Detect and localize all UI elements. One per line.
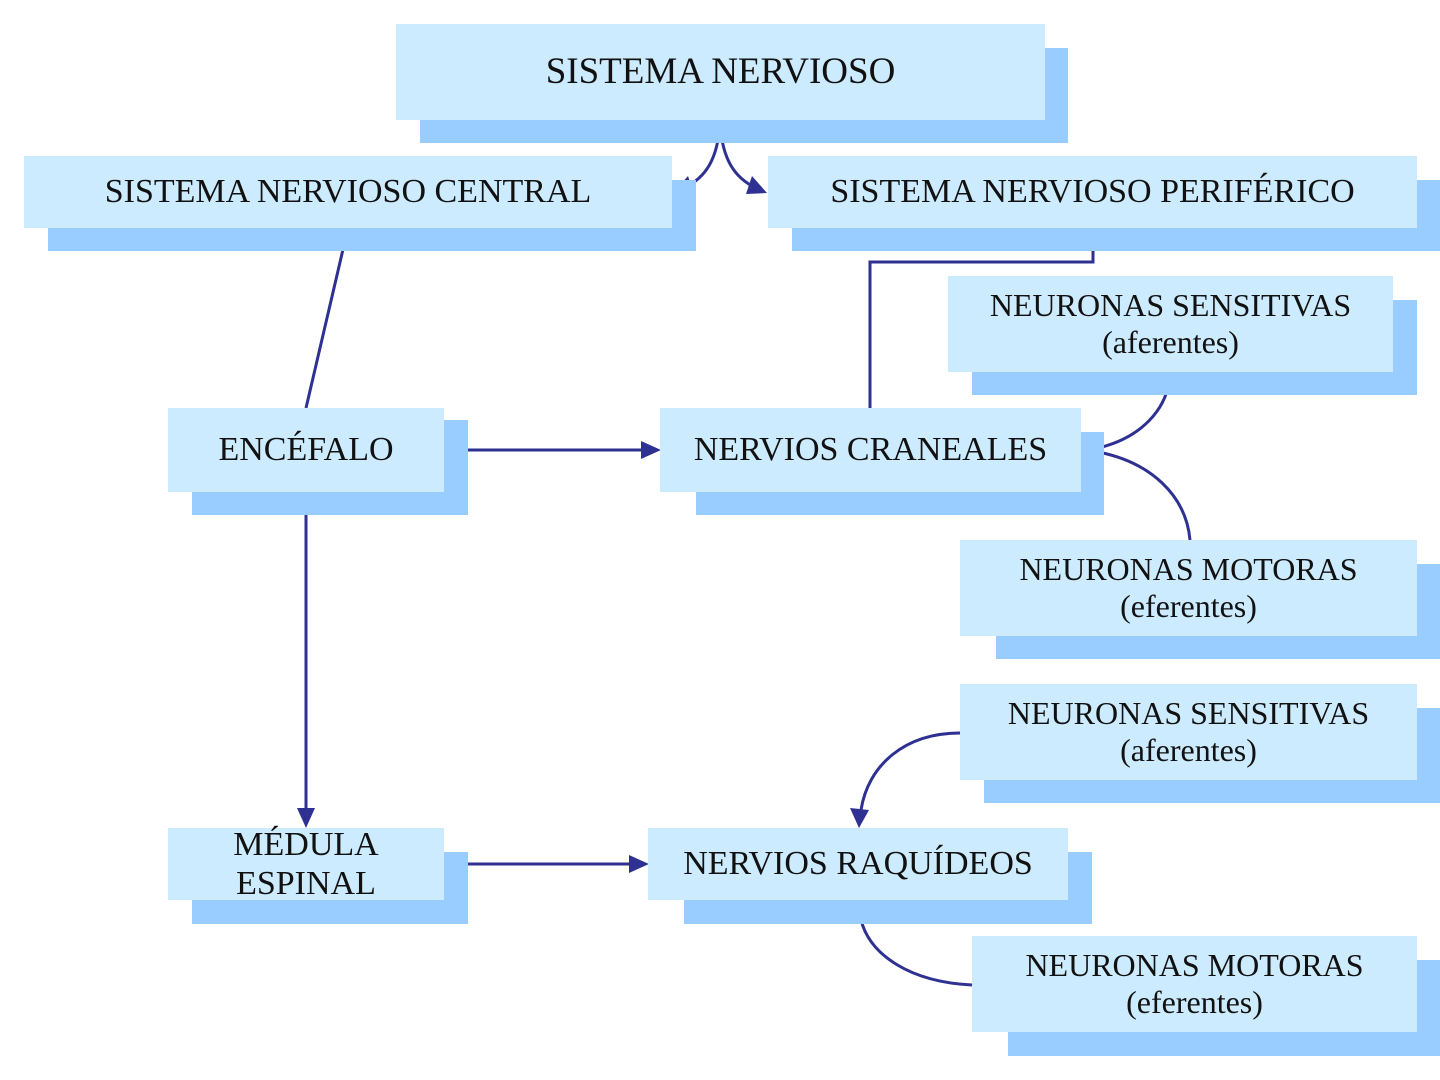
edge-rq-motoras xyxy=(861,920,972,985)
box: NEURONAS MOTORAS (eferentes) xyxy=(972,936,1417,1032)
box: NEURONAS SENSITIVAS (aferentes) xyxy=(948,276,1393,372)
node-label: SISTEMA NERVIOSO CENTRAL xyxy=(105,172,592,211)
box: SISTEMA NERVIOSO PERIFÉRICO xyxy=(768,156,1417,228)
box: SISTEMA NERVIOSO xyxy=(396,24,1045,120)
node-label: NEURONAS MOTORAS xyxy=(1025,947,1363,984)
node-sublabel: (aferentes) xyxy=(1120,732,1257,769)
edge-cr-motoras xyxy=(1098,452,1190,540)
box: NERVIOS RAQUÍDEOS xyxy=(648,828,1068,900)
node-label: ENCÉFALO xyxy=(218,430,393,469)
node-sublabel: (aferentes) xyxy=(1102,324,1239,361)
box: MÉDULA ESPINAL xyxy=(168,828,444,900)
node-label: NEURONAS SENSITIVAS xyxy=(1008,695,1369,732)
node-label: NERVIOS CRANEALES xyxy=(694,430,1047,469)
node-sublabel: (eferentes) xyxy=(1120,588,1257,625)
box: SISTEMA NERVIOSO CENTRAL xyxy=(24,156,672,228)
node-label: NEURONAS MOTORAS xyxy=(1019,551,1357,588)
arrowhead-craneales-left xyxy=(641,441,661,459)
node-label: SISTEMA NERVIOSO xyxy=(546,51,896,94)
box: ENCÉFALO xyxy=(168,408,444,492)
node-label: NERVIOS RAQUÍDEOS xyxy=(683,844,1033,883)
node-label: MÉDULA xyxy=(233,825,378,864)
box: NERVIOS CRANEALES xyxy=(660,408,1081,492)
arrowhead-raquideos-left xyxy=(629,855,649,873)
node-label: NEURONAS SENSITIVAS xyxy=(990,287,1351,324)
box: NEURONAS SENSITIVAS (aferentes) xyxy=(960,684,1417,780)
arrowhead-raquideos-top xyxy=(850,808,869,828)
node-sublabel: ESPINAL xyxy=(236,864,376,903)
edge-rq-sensitivas xyxy=(861,733,960,810)
arrowhead-snp xyxy=(746,176,767,194)
node-label: SISTEMA NERVIOSO PERIFÉRICO xyxy=(830,172,1354,211)
box: NEURONAS MOTORAS (eferentes) xyxy=(960,540,1417,636)
edge-snc-encefalo xyxy=(306,228,348,408)
node-sublabel: (eferentes) xyxy=(1126,984,1263,1021)
